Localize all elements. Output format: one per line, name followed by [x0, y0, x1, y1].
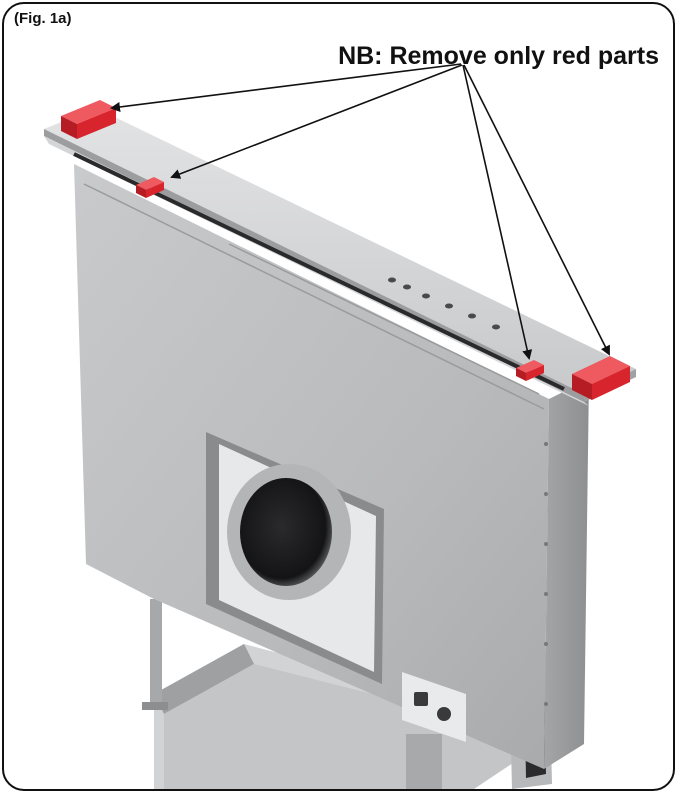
arrow-to-lower-clip	[462, 64, 533, 360]
main-panel	[74, 164, 549, 769]
red-part-top-left	[61, 100, 116, 139]
edge-screws	[544, 442, 548, 706]
figure-label: (Fig. 1a)	[14, 10, 72, 27]
red-part-lower-clip	[516, 360, 544, 381]
appliance-illustration	[44, 63, 636, 789]
arrow-to-top-left	[110, 63, 462, 112]
red-part-bottom-right	[572, 356, 630, 400]
callout-arrows	[110, 63, 610, 360]
top-rail	[44, 108, 636, 406]
panel-seams	[83, 183, 545, 410]
arrow-to-upper-clip	[170, 64, 463, 179]
socket-box	[402, 672, 466, 742]
red-parts	[61, 100, 630, 400]
panel-side-edge	[544, 379, 589, 769]
red-part-upper-clip	[136, 177, 164, 198]
base-tray	[154, 644, 549, 789]
arrow-to-bottom-right	[463, 64, 610, 356]
rail-holes	[388, 277, 500, 330]
fan-mount	[206, 432, 384, 684]
instruction-note: NB: Remove only red parts	[338, 42, 659, 70]
